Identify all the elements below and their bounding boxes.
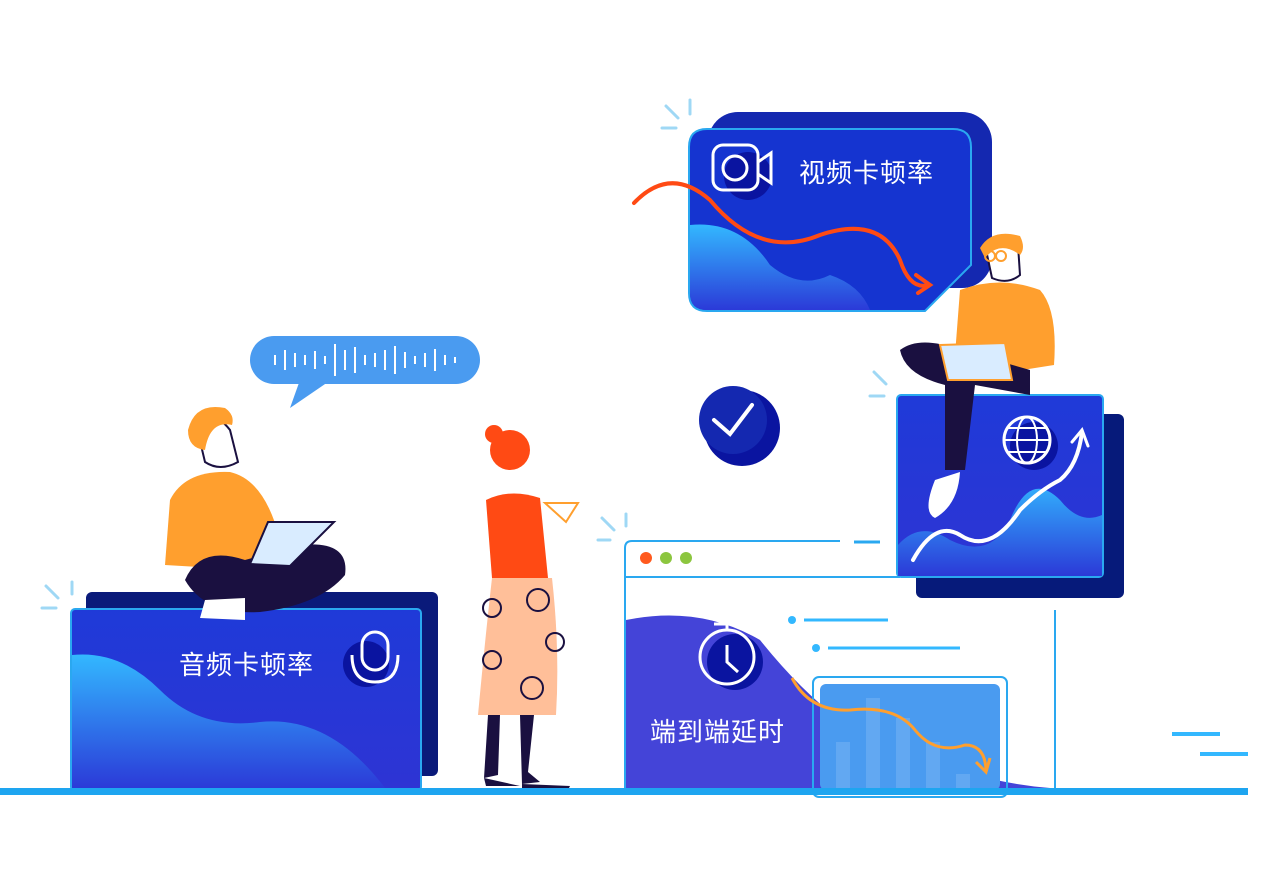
spark-decoration — [40, 98, 888, 610]
speech-bubble — [250, 336, 480, 408]
video-card — [632, 112, 992, 312]
laptop-icon — [248, 521, 337, 568]
bar-chart-panel — [790, 676, 1008, 798]
stopwatch-icon — [698, 622, 763, 690]
laptop-icon — [938, 341, 1014, 381]
audio-card — [70, 592, 438, 792]
browser-window — [624, 540, 1056, 798]
seated-person-figure — [165, 406, 346, 620]
motion-lines — [1172, 732, 1248, 756]
audio-waveform — [274, 344, 456, 376]
globe-icon — [1002, 415, 1058, 470]
tablet-icon — [542, 502, 580, 524]
audio-stall-rate-label: 音频卡顿率 — [179, 651, 315, 681]
video-camera-icon — [711, 143, 773, 200]
microphone-icon — [343, 630, 400, 687]
window-close-dot — [640, 552, 652, 564]
end-to-end-latency-label: 端到端延时 — [650, 718, 786, 748]
ground-line — [0, 788, 1248, 795]
standing-woman-figure — [478, 425, 580, 790]
window-minimize-dot — [660, 552, 672, 564]
check-badge-icon — [699, 386, 780, 466]
man-with-laptop-figure — [900, 233, 1055, 518]
video-stall-rate-label: 视频卡顿率 — [799, 159, 935, 189]
window-maximize-dot — [680, 552, 692, 564]
